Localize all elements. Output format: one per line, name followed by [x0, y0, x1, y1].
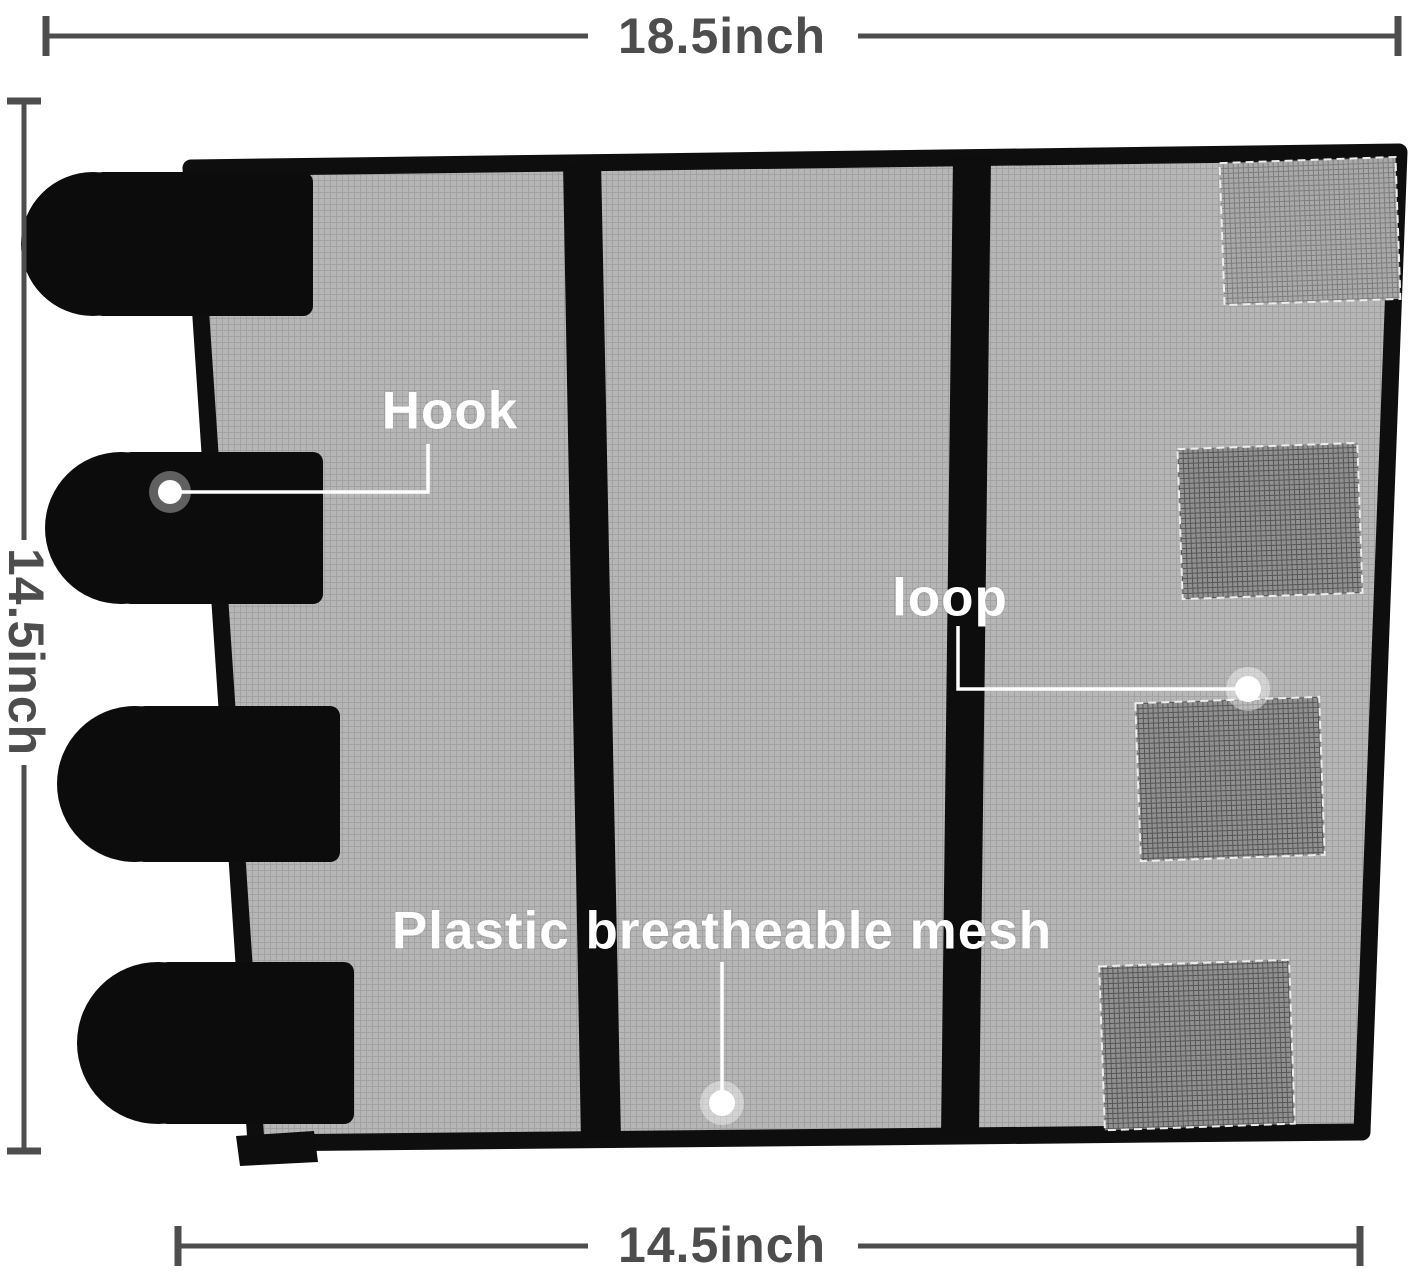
dimension-label-bottom: 14.5inch [617, 1217, 827, 1273]
loop-callout-label: loop [892, 568, 1008, 628]
hook-callout-line [172, 444, 430, 494]
loop-patch-2 [1176, 441, 1364, 601]
mesh-dot-icon [700, 1081, 744, 1125]
vertical-band-right [941, 156, 991, 1136]
velcro-strap-1 [21, 172, 313, 316]
mesh-callout-label: Plastic breatheable mesh [391, 901, 1053, 961]
dimension-label-left: 14.5inch [0, 547, 54, 757]
dimension-line-top [42, 16, 1402, 56]
callout-dots [149, 471, 1270, 1125]
velcro-strap-3 [57, 706, 340, 862]
dimension-line-left [7, 97, 41, 1155]
dimension-lines [7, 16, 1402, 1266]
dimension-label-top: 18.5inch [617, 8, 827, 64]
hook-callout-label: Hook [381, 381, 519, 441]
velcro-strap-2 [45, 452, 323, 604]
dimension-line-bottom [174, 1226, 1364, 1266]
loop-patch-3 [1134, 695, 1326, 863]
loop-patch-4 [1098, 958, 1296, 1132]
loop-callout-line [956, 626, 1238, 691]
hook-dot-icon [149, 471, 191, 513]
loop-dot-icon [1226, 667, 1270, 711]
bottom-tab [236, 1131, 318, 1166]
vertical-band-left [563, 161, 621, 1142]
loop-patch-1 [1218, 155, 1402, 307]
velcro-strap-4 [77, 962, 354, 1124]
callout-lines [172, 444, 1238, 1092]
